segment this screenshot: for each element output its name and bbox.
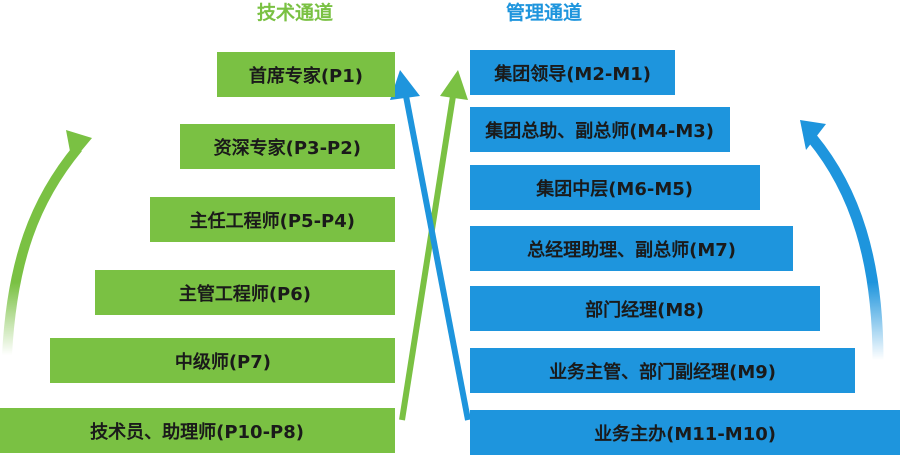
technical-level-bar: 中级师(P7)	[50, 338, 395, 383]
management-curve-arrowhead	[800, 120, 826, 150]
management-level-bar: 业务主办(M11-M10)	[470, 410, 900, 455]
technical-level-bar: 技术员、助理师(P10-P8)	[0, 408, 395, 453]
technical-title: 技术通道	[257, 2, 334, 24]
management-level-bar: 集团中层(M6-M5)	[470, 165, 760, 210]
technical-to-management-line	[399, 95, 456, 421]
technical-level-bar: 主任工程师(P5-P4)	[150, 197, 395, 242]
management-title: 管理通道	[506, 2, 583, 24]
level-label: 集团领导(M2-M1)	[494, 63, 651, 85]
level-label: 主任工程师(P5-P4)	[189, 210, 356, 232]
level-label: 部门经理(M8)	[585, 299, 705, 321]
level-label: 主管工程师(P6)	[178, 283, 312, 305]
technical-level-bar: 资深专家(P3-P2)	[180, 124, 395, 169]
management-level-bar: 集团领导(M2-M1)	[470, 50, 675, 95]
management-level-bar: 总经理助理、副总师(M7)	[470, 226, 793, 271]
level-label: 总经理助理、副总师(M7)	[527, 239, 736, 261]
level-label: 集团总助、副总师(M4-M3)	[485, 120, 715, 142]
level-label: 中级师(P7)	[174, 351, 271, 373]
level-label: 资深专家(P3-P2)	[213, 137, 362, 159]
level-label: 业务主管、部门副经理(M9)	[549, 361, 776, 383]
management-level-bar: 业务主管、部门副经理(M9)	[470, 348, 855, 393]
management-curve-arrow	[807, 134, 884, 361]
management-level-bar: 集团总助、副总师(M4-M3)	[470, 107, 730, 152]
level-label: 集团中层(M6-M5)	[536, 178, 694, 200]
management-to-technical-arrowhead	[390, 70, 420, 100]
management-to-technical-line	[403, 95, 471, 421]
technical-curve-arrow	[2, 144, 82, 356]
level-label: 技术员、助理师(P10-P8)	[90, 421, 305, 443]
level-label: 首席专家(P1)	[248, 65, 364, 87]
level-label: 业务主办(M11-M10)	[594, 423, 776, 445]
technical-level-bar: 首席专家(P1)	[217, 52, 395, 97]
technical-curve-arrowhead	[66, 130, 92, 162]
technical-level-bar: 主管工程师(P6)	[95, 270, 395, 315]
technical-to-management-arrowhead	[440, 70, 468, 100]
management-level-bar: 部门经理(M8)	[470, 286, 820, 331]
